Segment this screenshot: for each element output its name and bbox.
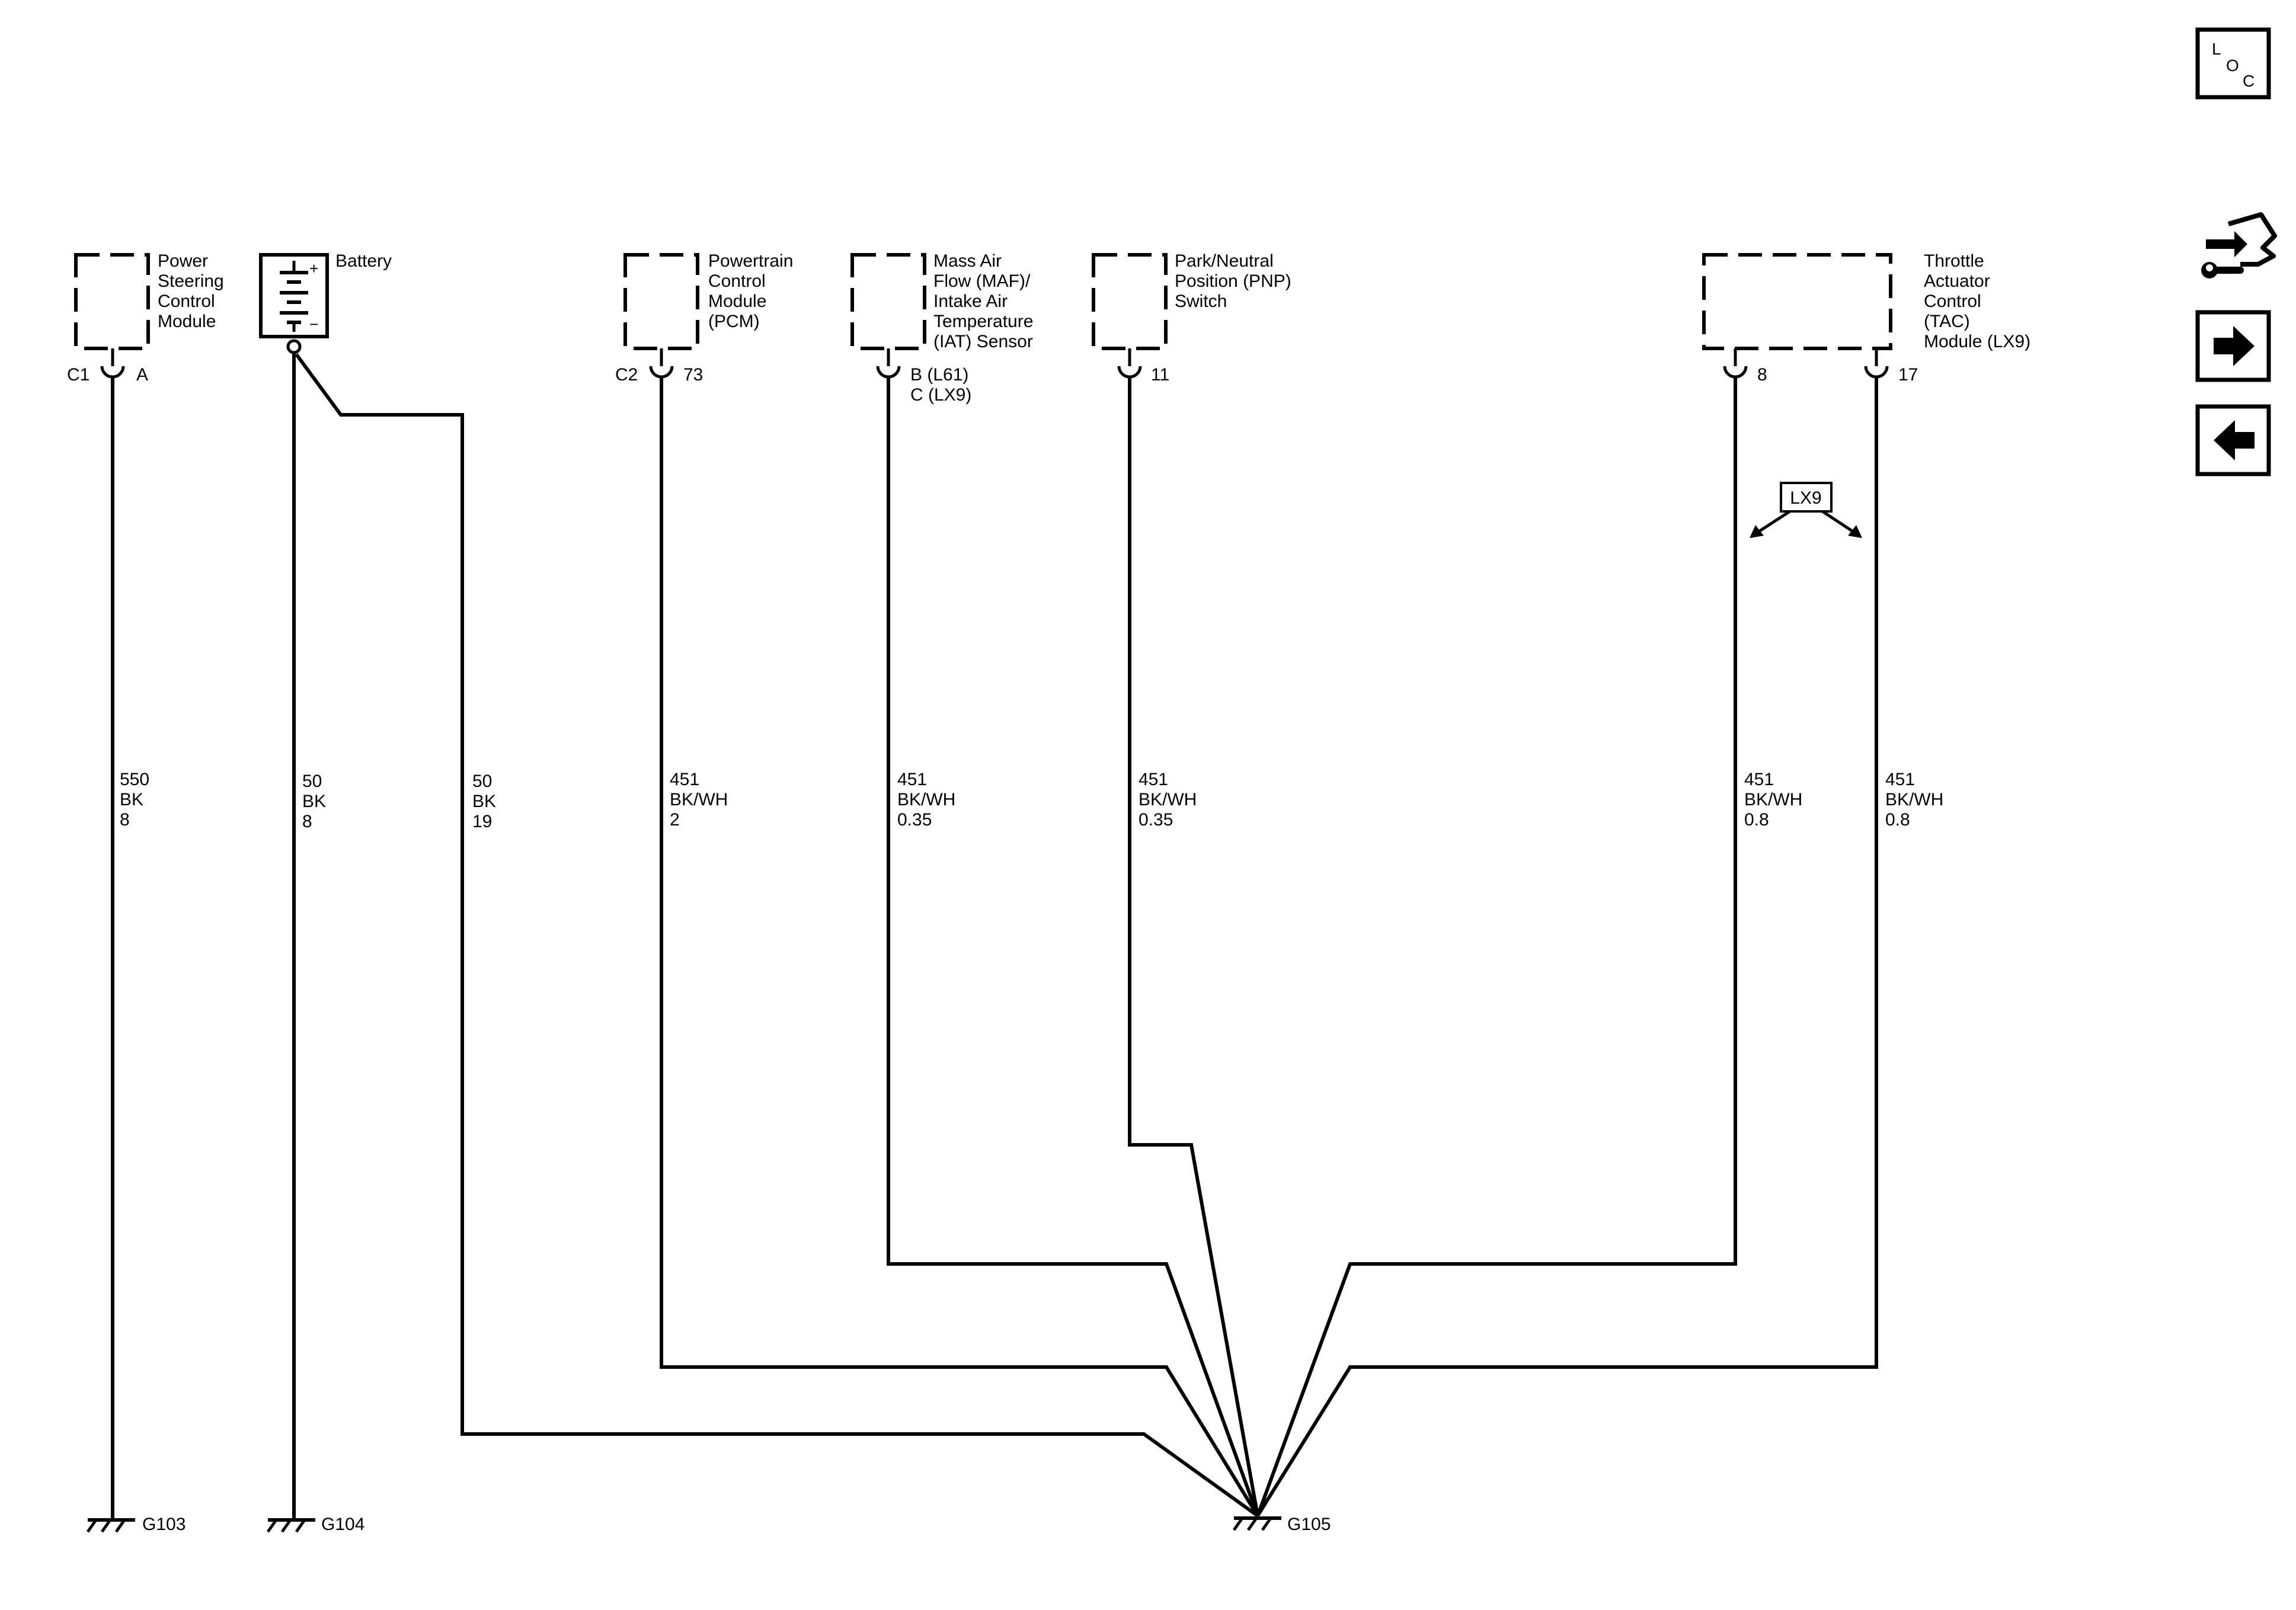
pin-c1-a[interactable]: C1 A — [67, 348, 148, 385]
ground-g105-label: G105 — [1287, 1515, 1331, 1534]
wire-pnp-g105 — [1128, 377, 1259, 1516]
arrow-left-icon — [2214, 420, 2255, 460]
location-button[interactable]: L O C — [2195, 27, 2271, 100]
svg-text:C2: C2 — [615, 365, 638, 385]
ground-g104[interactable]: G104 — [266, 1515, 364, 1534]
wire-battery-g105 — [295, 353, 1259, 1518]
svg-text:73: 73 — [683, 365, 703, 385]
option-lx9-label: LX9 — [1790, 488, 1821, 508]
wire-tac17-g105 — [1256, 377, 1878, 1517]
vehicle-service-icon[interactable] — [2201, 212, 2277, 279]
ground-g103[interactable]: G103 — [86, 1515, 186, 1534]
battery-terminal — [286, 339, 302, 354]
svg-text:A: A — [136, 365, 148, 385]
pin-pnp-11[interactable]: 11 — [1117, 348, 1169, 385]
wire-pcm-g105 — [660, 377, 1259, 1517]
svg-text:L: L — [2212, 40, 2221, 58]
wire-tac8-g105 — [1256, 377, 1737, 1517]
pin-c2-73[interactable]: C2 73 — [615, 348, 703, 385]
ground-g104-label: G104 — [321, 1515, 364, 1534]
wire-maf-g105 — [887, 377, 1259, 1517]
next-page-button[interactable] — [2195, 310, 2271, 382]
battery-minus-label: − — [309, 315, 318, 333]
option-lx9-indicator: LX9 — [1750, 482, 1862, 538]
pin-maf[interactable]: B (L61)C (LX9) — [876, 348, 971, 405]
pin-tac-8[interactable]: 8 — [1723, 348, 1767, 385]
svg-text:11: 11 — [1151, 365, 1169, 385]
arrow-right-icon — [2214, 326, 2255, 366]
svg-text:B (L61)C (LX9): B (L61)C (LX9) — [910, 365, 971, 405]
pin-tac-17[interactable]: 17 — [1864, 348, 1918, 385]
arrow-right-down-icon — [1848, 525, 1862, 538]
previous-page-button[interactable] — [2195, 404, 2271, 476]
svg-text:17: 17 — [1898, 365, 1918, 385]
wires — [111, 353, 1878, 1520]
ground-g105[interactable]: G105 — [1232, 1515, 1331, 1534]
svg-text:O: O — [2226, 56, 2239, 75]
svg-text:C1: C1 — [67, 365, 89, 385]
battery-label: Battery — [335, 251, 392, 271]
battery[interactable]: + − Battery — [259, 251, 392, 354]
battery-plus-label: + — [309, 260, 318, 277]
ground-g103-label: G103 — [142, 1515, 186, 1534]
svg-text:8: 8 — [1757, 365, 1767, 385]
svg-text:C: C — [2243, 72, 2255, 90]
arrow-left-down-icon — [1750, 525, 1764, 538]
